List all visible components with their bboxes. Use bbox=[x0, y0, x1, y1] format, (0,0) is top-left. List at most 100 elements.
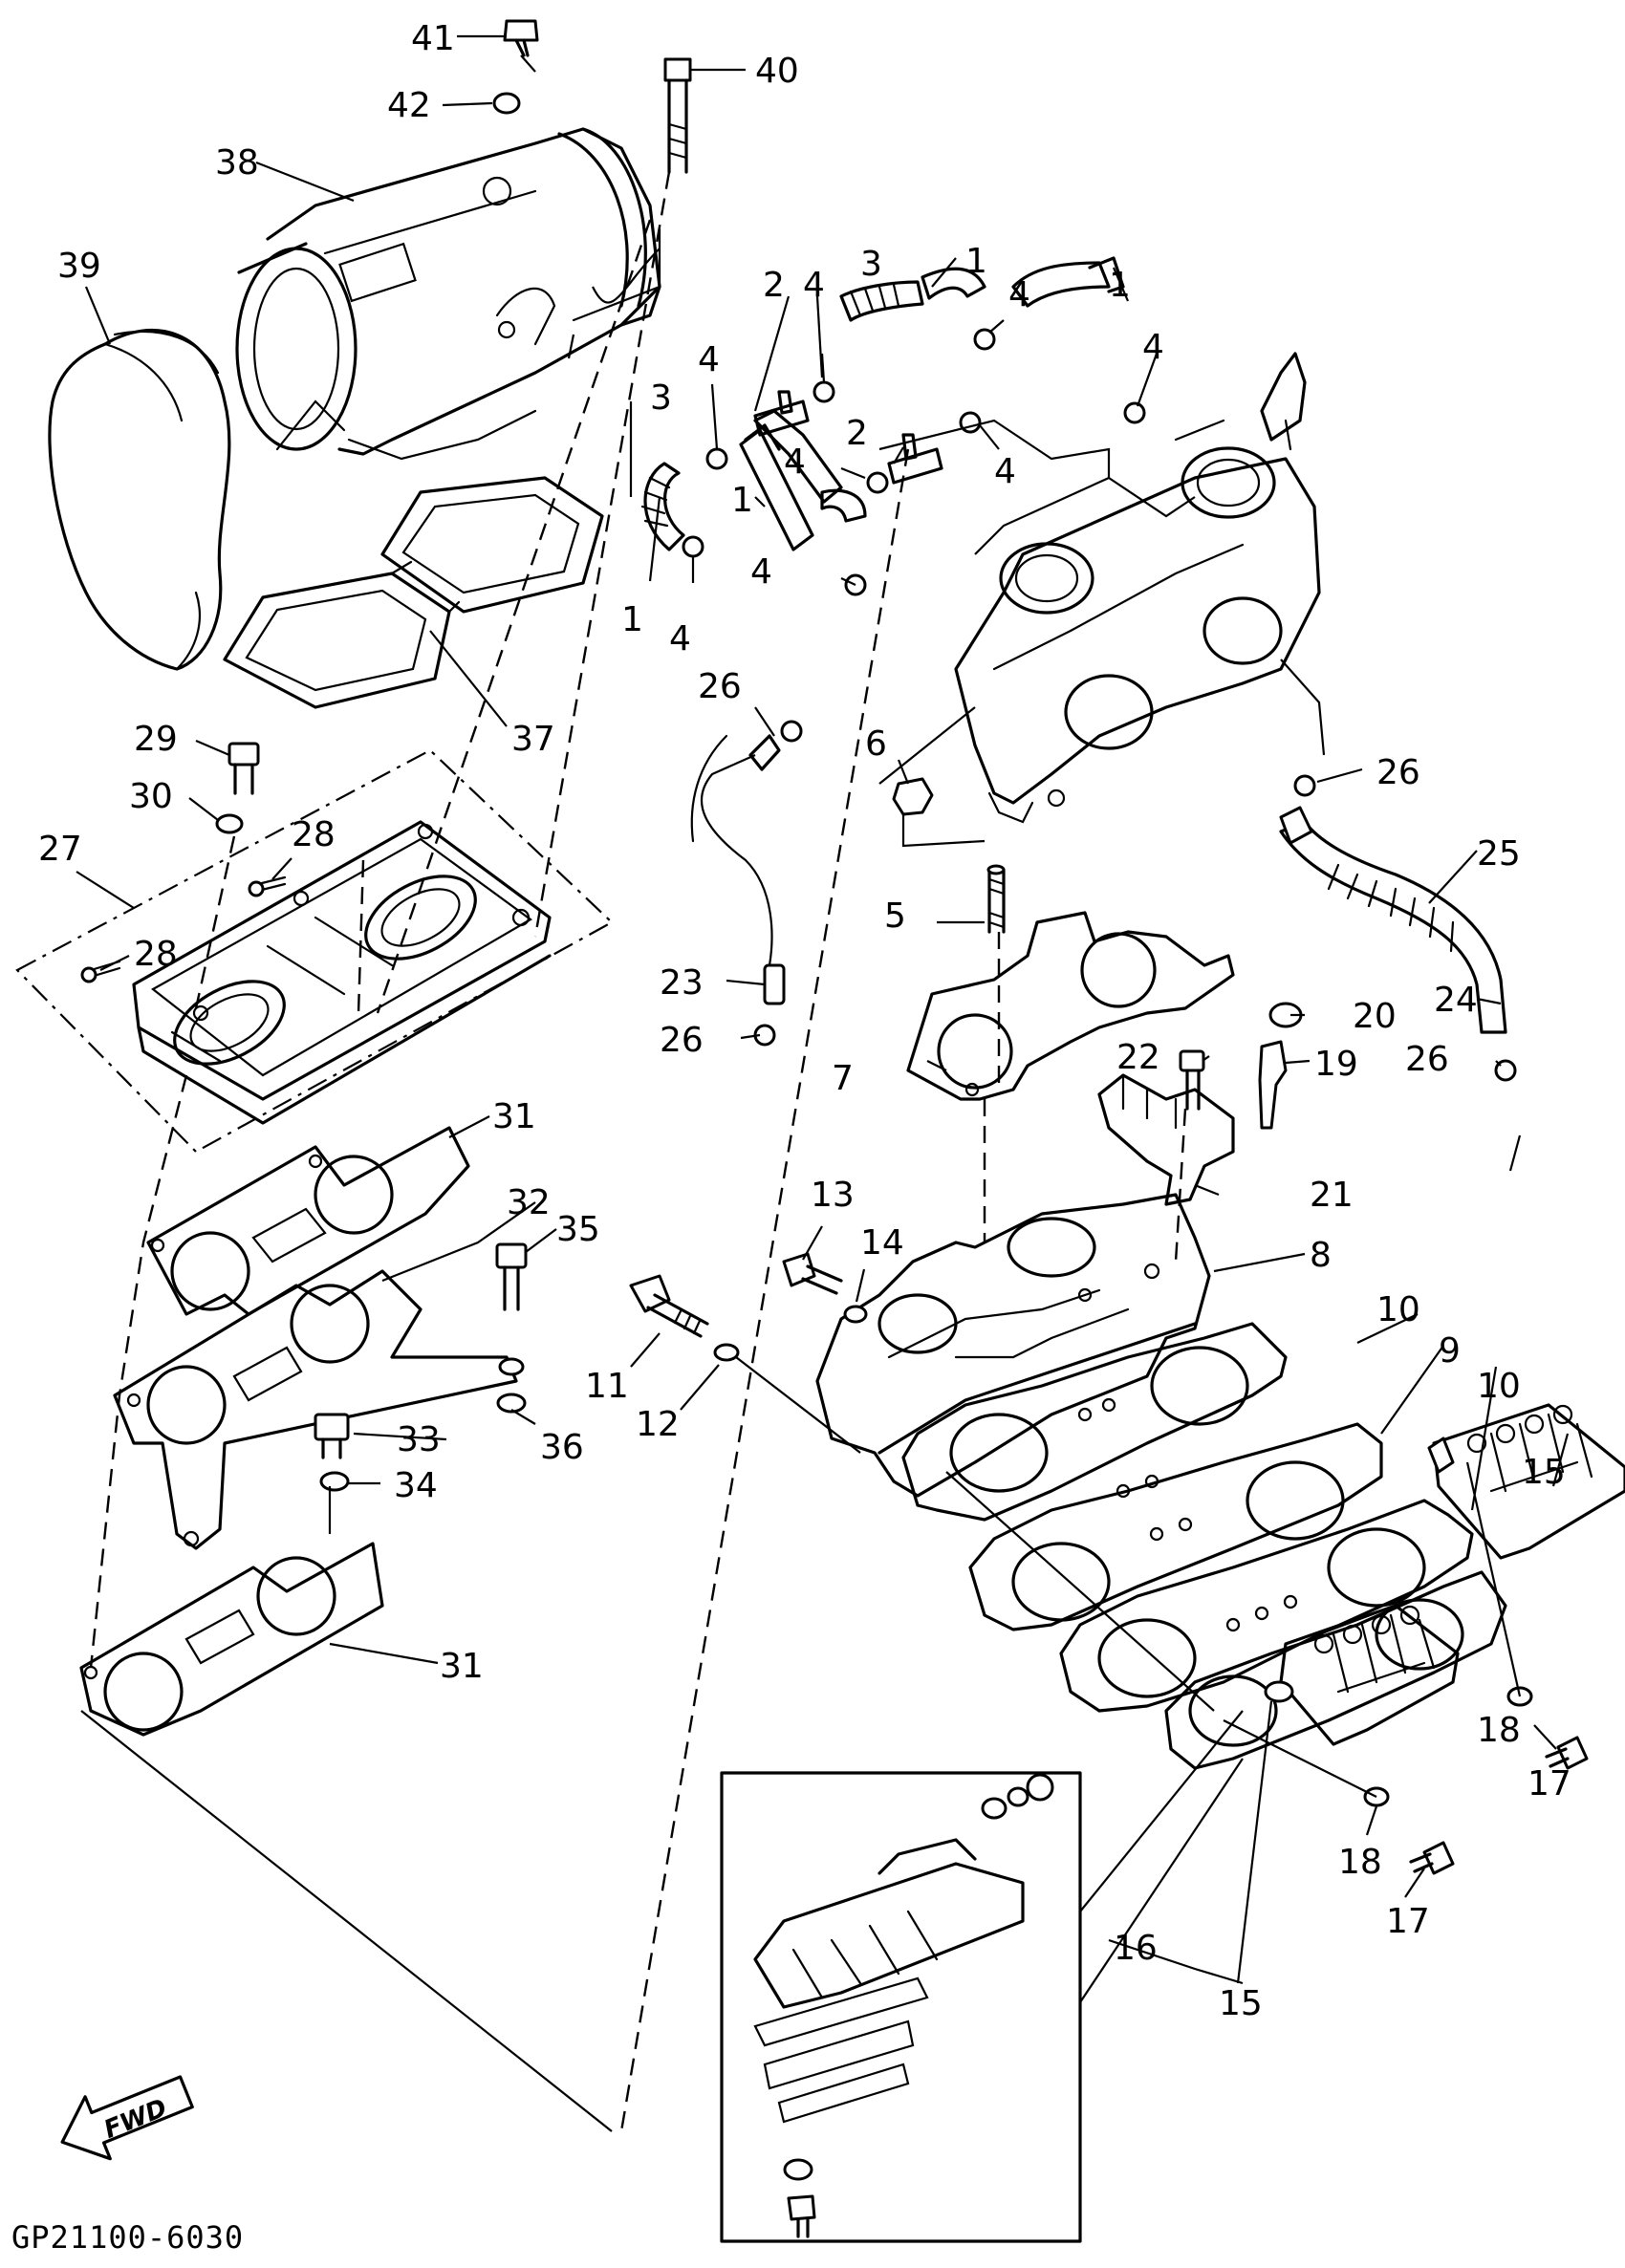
hose-24-part bbox=[1279, 806, 1507, 1034]
nut-6-part bbox=[892, 777, 986, 848]
callout-4a: 4 bbox=[698, 340, 720, 379]
callout-32: 32 bbox=[507, 1183, 551, 1222]
callout-8: 8 bbox=[1310, 1236, 1332, 1275]
intake-duct-part bbox=[48, 328, 231, 671]
callout-18a: 18 bbox=[1477, 1711, 1521, 1750]
hose-clamps-26-part bbox=[753, 720, 1517, 1082]
callout-1a: 1 bbox=[965, 242, 987, 281]
callout-27: 27 bbox=[38, 830, 82, 869]
callout-22: 22 bbox=[1116, 1038, 1160, 1077]
diagram-code: GP21100-6030 bbox=[11, 2219, 244, 2256]
reed-valve-15-left-part bbox=[1264, 1604, 1460, 1746]
callout-33: 33 bbox=[397, 1420, 441, 1459]
callout-31b: 31 bbox=[440, 1647, 484, 1686]
callout-40: 40 bbox=[755, 52, 799, 91]
callout-3a: 3 bbox=[650, 378, 672, 418]
bolt-22-part bbox=[1179, 1049, 1205, 1111]
callout-5: 5 bbox=[884, 896, 906, 936]
callout-2b: 2 bbox=[846, 414, 868, 453]
callout-20: 20 bbox=[1353, 997, 1397, 1036]
callout-26d: 26 bbox=[1405, 1040, 1449, 1079]
bolt-40-part bbox=[663, 57, 692, 174]
callout-4d: 4 bbox=[1142, 328, 1164, 367]
callout-2a: 2 bbox=[763, 266, 785, 305]
intake-silencer-part bbox=[235, 127, 661, 461]
intake-manifold-part bbox=[815, 1193, 1211, 1498]
bolt-35-part bbox=[495, 1242, 528, 1311]
callout-13: 13 bbox=[811, 1176, 855, 1215]
callout-24: 24 bbox=[1434, 981, 1478, 1020]
callout-39: 39 bbox=[57, 247, 101, 286]
callout-38: 38 bbox=[215, 143, 259, 183]
callout-26b: 26 bbox=[1376, 753, 1420, 792]
callout-19: 19 bbox=[1314, 1045, 1358, 1084]
callout-10a: 10 bbox=[1376, 1290, 1420, 1329]
callout-28b: 28 bbox=[134, 935, 178, 974]
cylinder-head-part bbox=[132, 820, 552, 1125]
reed-valve-detail-box bbox=[720, 1771, 1082, 2243]
callout-1b: 1 bbox=[1109, 266, 1131, 305]
gasket-31-lower-part bbox=[79, 1542, 384, 1737]
callout-17a: 17 bbox=[1528, 1764, 1571, 1804]
sensor-19-part bbox=[1258, 1040, 1288, 1130]
washer-34-part bbox=[319, 1471, 350, 1492]
callout-29: 29 bbox=[134, 720, 178, 759]
washer-12-part bbox=[713, 1343, 740, 1362]
callout-15b: 15 bbox=[1219, 1984, 1263, 2023]
plate-9-part bbox=[968, 1422, 1383, 1631]
callout-18b: 18 bbox=[1338, 1843, 1382, 1882]
callout-37: 37 bbox=[511, 720, 555, 759]
hoses-part bbox=[640, 256, 1125, 551]
reed-valve-detail-part bbox=[753, 1773, 1054, 2238]
gasket-37-part bbox=[223, 476, 604, 709]
bracket-21-part bbox=[1097, 1073, 1235, 1206]
guide-lines bbox=[80, 171, 1522, 2132]
gasket-10-lower-part bbox=[1059, 1499, 1474, 1713]
callout-3b: 3 bbox=[860, 245, 882, 284]
callout-36: 36 bbox=[540, 1428, 584, 1467]
callout-42: 42 bbox=[387, 86, 431, 125]
callout-26c: 26 bbox=[660, 1021, 704, 1060]
throttle-body-part bbox=[878, 352, 1326, 824]
callout-25: 25 bbox=[1477, 834, 1521, 874]
callout-10b: 10 bbox=[1477, 1367, 1521, 1406]
callout-7: 7 bbox=[832, 1059, 854, 1098]
breather-guide-line-2 bbox=[1108, 477, 1196, 518]
callout-31a: 31 bbox=[492, 1097, 536, 1136]
cylinder-head-group-box bbox=[15, 748, 614, 1154]
bolt-33-part bbox=[314, 1413, 350, 1459]
callout-30: 30 bbox=[129, 777, 173, 816]
fwd-arrow-icon bbox=[60, 2075, 194, 2161]
screw-17-right-part bbox=[1545, 1736, 1589, 1770]
gasket-10-upper-part bbox=[901, 1322, 1288, 1522]
callout-17b: 17 bbox=[1386, 1902, 1430, 1941]
washer-30-part bbox=[215, 813, 244, 834]
callout-21: 21 bbox=[1310, 1176, 1354, 1215]
callout-23: 23 bbox=[660, 963, 704, 1003]
plate-32-part bbox=[113, 1269, 518, 1550]
washer-36-part bbox=[496, 1393, 527, 1414]
callout-28a: 28 bbox=[292, 815, 336, 854]
callout-14: 14 bbox=[860, 1223, 904, 1263]
callout-35: 35 bbox=[556, 1210, 600, 1249]
callout-4f: 4 bbox=[784, 443, 806, 482]
callout-41: 41 bbox=[411, 19, 455, 58]
callout-34: 34 bbox=[394, 1466, 438, 1505]
callout-1c: 1 bbox=[731, 481, 753, 520]
callout-4g: 4 bbox=[750, 552, 772, 592]
gasket-31-upper-part bbox=[146, 1126, 470, 1316]
callout-15a: 15 bbox=[1522, 1453, 1566, 1492]
bolt-28-part bbox=[80, 875, 287, 983]
screw-17-left-part bbox=[1409, 1841, 1455, 1875]
breather-guide-line bbox=[878, 419, 1111, 555]
callout-11: 11 bbox=[585, 1367, 629, 1406]
callout-4h: 4 bbox=[669, 619, 691, 659]
gasket-7-part bbox=[906, 911, 1235, 1101]
hose-23-part bbox=[690, 734, 786, 1005]
callout-4b: 4 bbox=[803, 266, 825, 305]
reed-valve-15-right-part bbox=[1427, 1403, 1625, 1560]
stud-5-part bbox=[986, 864, 1006, 934]
fwd-label: FWD bbox=[100, 2094, 171, 2145]
callout-16: 16 bbox=[1114, 1929, 1158, 1968]
